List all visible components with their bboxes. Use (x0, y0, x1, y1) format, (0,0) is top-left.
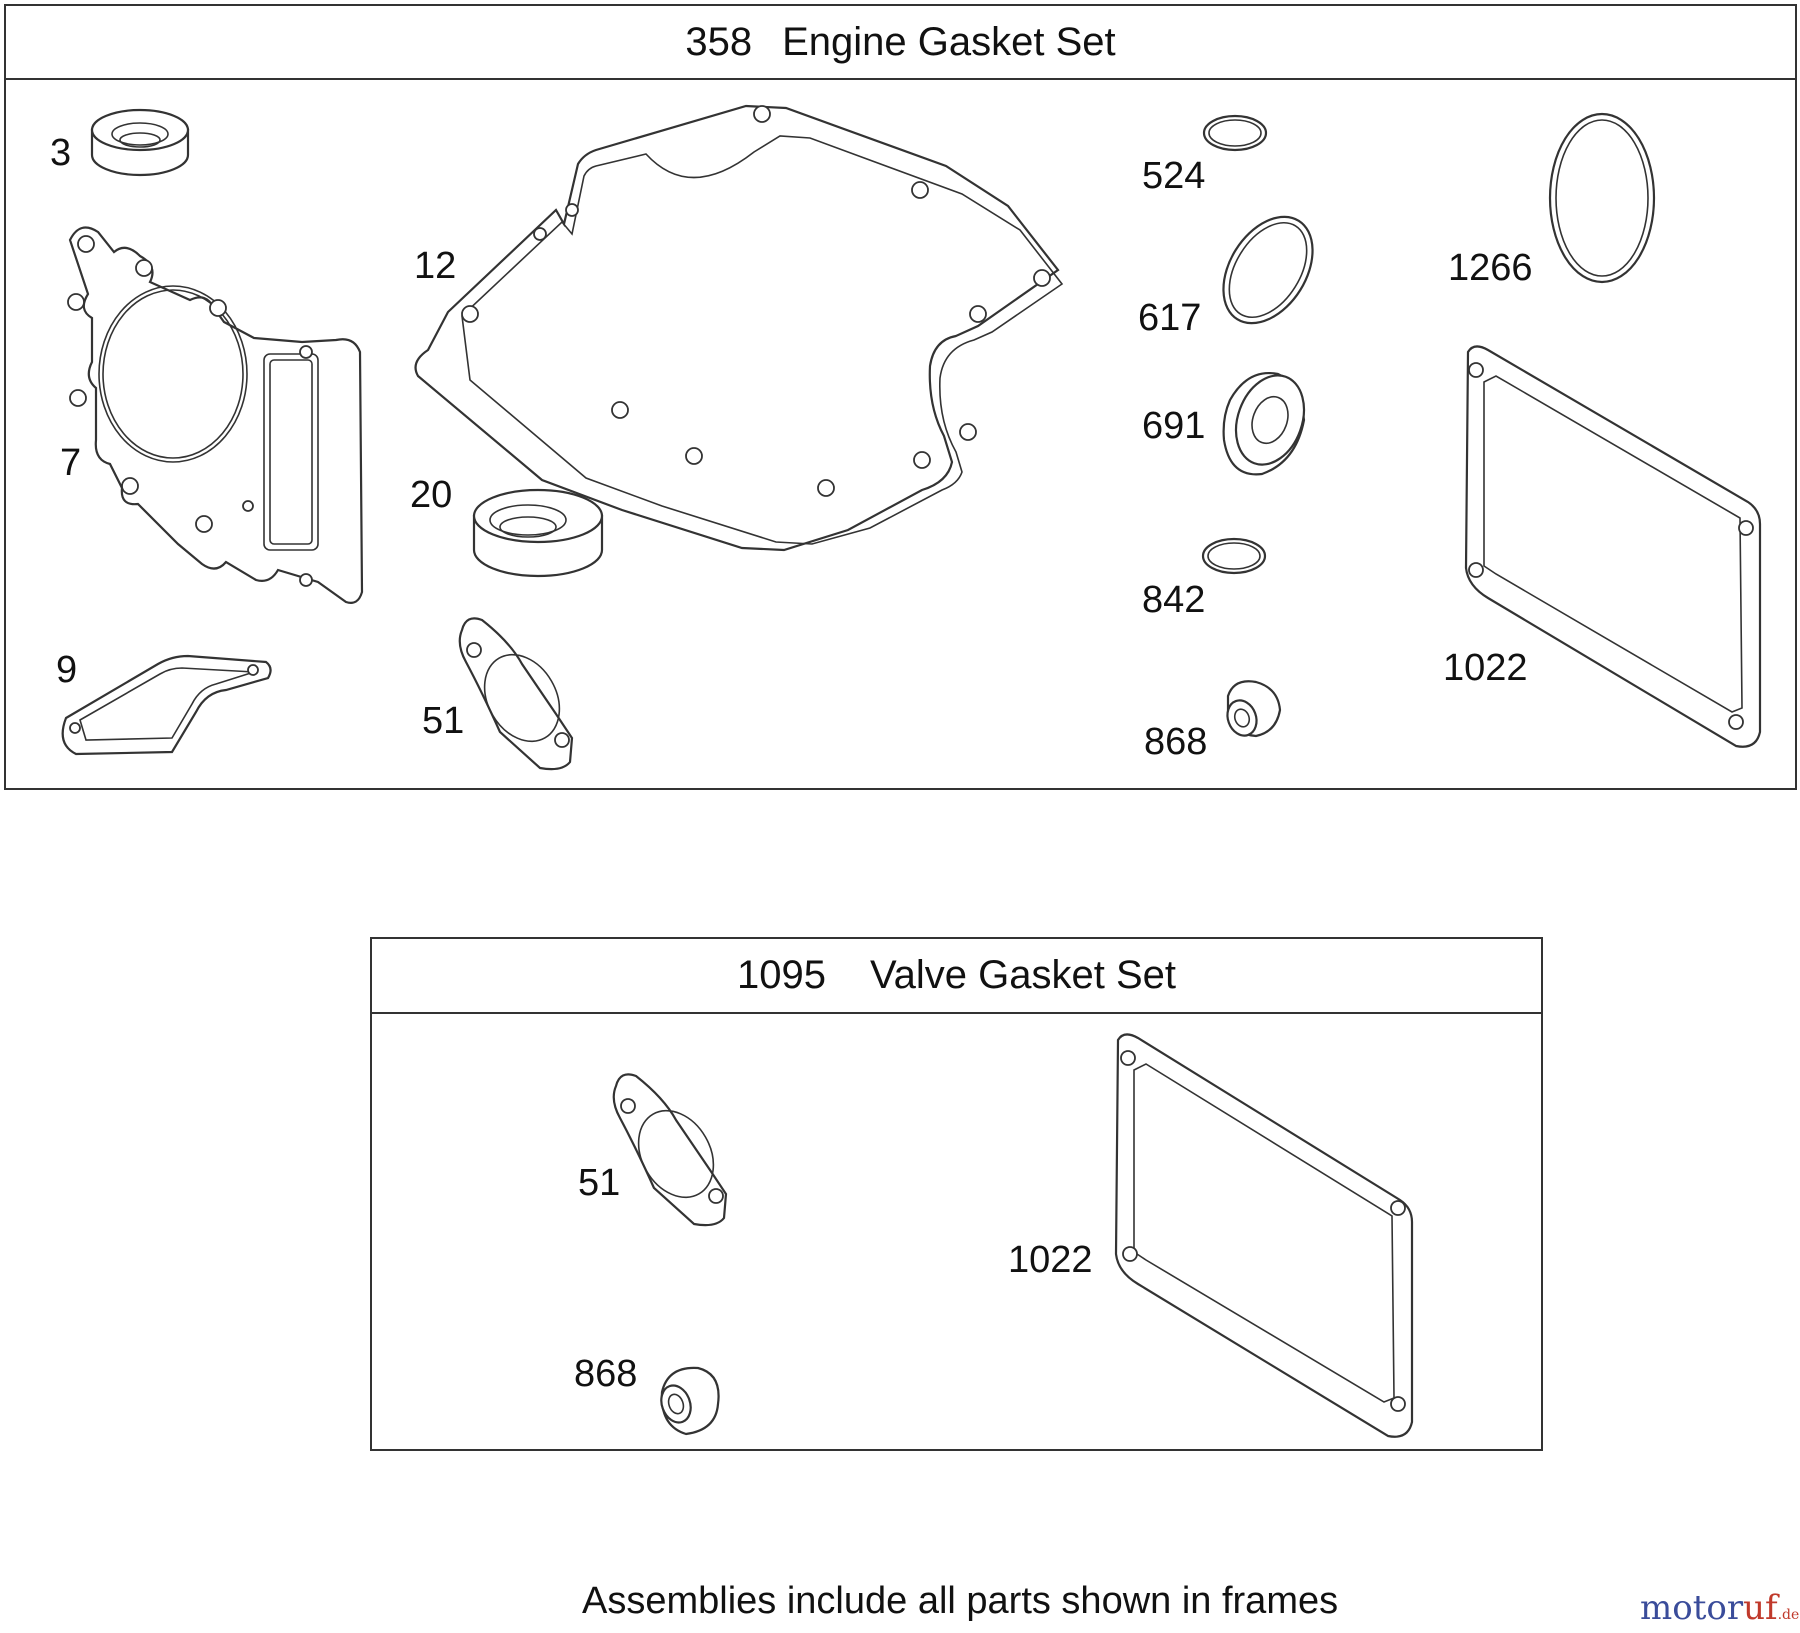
part-label-51: 51 (422, 700, 464, 742)
valve-set-title: Valve Gasket Set (869, 953, 1177, 997)
valve-part-1022-valve-cover-gasket (1114, 1033, 1414, 1438)
valve-gasket-set-header: 1095 Valve Gasket Set (372, 939, 1541, 1014)
part-691-seal (1222, 371, 1306, 476)
part-label-524: 524 (1142, 155, 1205, 197)
part-label-20: 20 (410, 474, 452, 516)
part-label-1022: 1022 (1443, 647, 1528, 689)
engine-set-number: 358 (685, 19, 753, 64)
part-label-7: 7 (60, 442, 81, 484)
part-label-617: 617 (1138, 297, 1201, 339)
part-842-o-ring (1201, 537, 1267, 575)
part-12-crankcase-gasket (414, 104, 1064, 552)
part-20-oil-seal (472, 488, 604, 578)
part-9-gasket (61, 654, 272, 756)
engine-set-title: Engine Gasket Set (782, 19, 1116, 64)
part-3-oil-seal (90, 108, 190, 177)
part-label-868: 868 (1144, 721, 1207, 763)
valve-part-868-valve-seal (660, 1366, 720, 1436)
footer-note: Assemblies include all parts shown in fr… (582, 1580, 1339, 1622)
valve-set-number: 1095 (736, 953, 826, 997)
part-1266-o-ring (1548, 112, 1656, 284)
part-617-o-ring (1222, 215, 1314, 325)
part-7-cylinder-head-gasket (67, 226, 364, 604)
engine-gasket-set-header: 358 Engine Gasket Set (6, 6, 1795, 80)
part-label-9: 9 (56, 649, 77, 691)
part-label-12: 12 (414, 245, 456, 287)
valve-part-51-intake-gasket (612, 1073, 728, 1227)
part-label-3: 3 (50, 132, 71, 174)
part-label-1266: 1266 (1448, 247, 1533, 289)
part-label-691: 691 (1142, 405, 1205, 447)
valve-part-label-1022: 1022 (1008, 1239, 1093, 1281)
valve-part-label-868: 868 (574, 1353, 637, 1395)
part-524-o-ring (1202, 114, 1268, 152)
part-label-842: 842 (1142, 579, 1205, 621)
part-868-valve-seal (1226, 680, 1282, 738)
part-51-intake-gasket (458, 617, 574, 771)
part-1022-valve-cover-gasket (1464, 345, 1762, 748)
valve-part-label-51: 51 (578, 1162, 620, 1204)
watermark-logo: motoruf.de (1640, 1588, 1800, 1628)
